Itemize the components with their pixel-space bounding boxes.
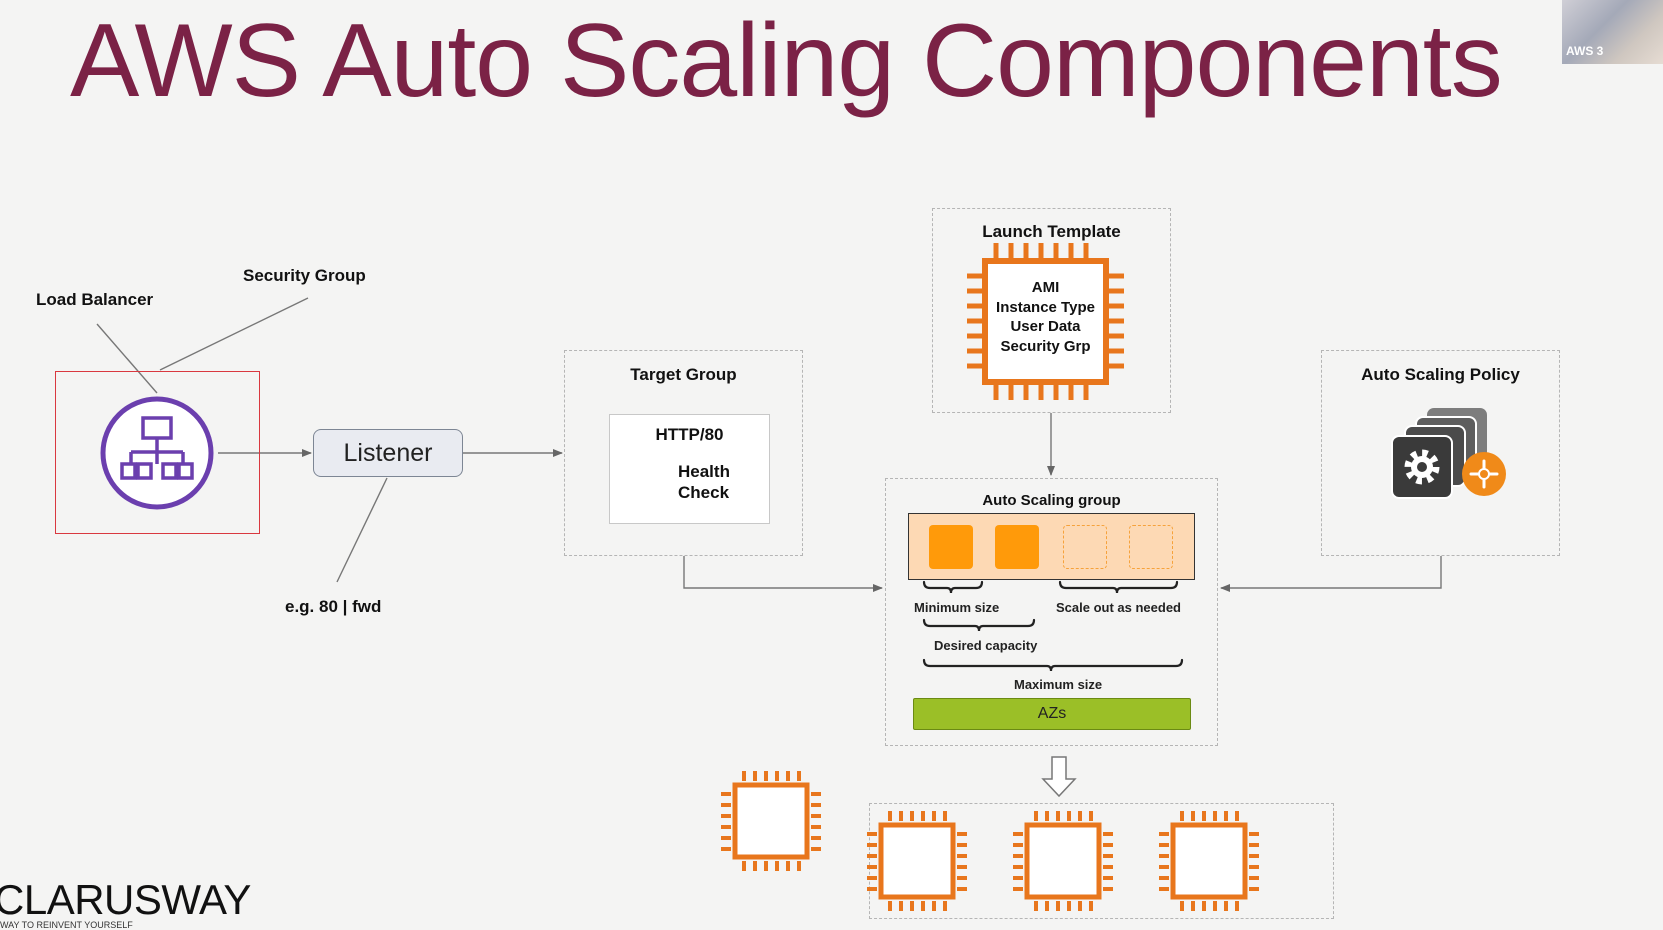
running-instance xyxy=(929,525,973,569)
listener-note-line xyxy=(336,477,388,583)
running-instance xyxy=(995,525,1039,569)
health-check-label: Health Check xyxy=(678,462,730,502)
http-listener-box: HTTP/80 Health Check xyxy=(609,414,770,524)
policy-title: Auto Scaling Policy xyxy=(1361,365,1520,384)
launch-template-title: Launch Template xyxy=(982,222,1121,241)
instances-box xyxy=(869,803,1334,919)
listener-note: e.g. 80 | fwd xyxy=(285,597,382,616)
launch-template-chip-icon xyxy=(967,243,1124,400)
asg-capacity-bar xyxy=(908,513,1195,580)
load-balancer-icon xyxy=(100,396,214,510)
brand-tagline: WAY TO REINVENT YOURSELF xyxy=(0,920,133,930)
launch-template-item: Instance Type xyxy=(996,298,1095,316)
presenter-video-thumbnail xyxy=(1562,0,1663,64)
ec2-instance-icon xyxy=(1013,811,1113,911)
http-protocol-label: HTTP/80 xyxy=(655,425,724,444)
target-group-title: Target Group xyxy=(630,365,737,384)
security-group-callout-line xyxy=(159,297,309,371)
minimum-size-brace xyxy=(922,580,984,594)
desired-capacity-brace xyxy=(922,618,1036,632)
ec2-instance-icon xyxy=(721,771,821,871)
load-balancer-callout-line xyxy=(96,323,158,394)
asg-title: Auto Scaling group xyxy=(982,492,1121,509)
potential-instance xyxy=(1129,525,1173,569)
launch-template-contents: AMI Instance Type User Data Security Grp xyxy=(985,278,1106,356)
slide-title: AWS Auto Scaling Components xyxy=(70,3,1503,119)
presenter-label: AWS 3 xyxy=(1566,44,1604,58)
launch-template-item: AMI xyxy=(1031,279,1060,296)
launch-template-item: User Data xyxy=(1010,318,1081,335)
azs-bar: AZs xyxy=(913,698,1191,730)
security-group-label: Security Group xyxy=(243,266,366,285)
ec2-instance-icon xyxy=(1159,811,1259,911)
load-balancer-box xyxy=(55,371,260,534)
desired-capacity-label: Desired capacity xyxy=(934,638,1038,653)
ec2-instance-icon xyxy=(867,811,967,911)
maximum-size-brace xyxy=(922,658,1184,672)
auto-scaling-group-box xyxy=(885,478,1218,746)
scale-out-brace xyxy=(1058,580,1179,594)
target-group-to-asg-arrow xyxy=(683,556,883,592)
policy-to-asg-arrow xyxy=(1220,556,1442,592)
brand-logo: CLARUSWAY xyxy=(0,876,251,923)
launch-template-item: Security Grp xyxy=(1000,337,1091,355)
maximum-size-label: Maximum size xyxy=(1014,677,1103,692)
scale-down-arrow xyxy=(1041,756,1077,798)
ec2-instances xyxy=(721,771,1259,911)
load-balancer-label: Load Balancer xyxy=(36,290,154,309)
target-group-box xyxy=(564,350,803,556)
scale-out-label: Scale out as needed xyxy=(1056,600,1181,615)
launch-template-box xyxy=(932,208,1171,413)
auto-scaling-policy-box xyxy=(1321,350,1560,556)
minimum-size-label: Minimum size xyxy=(914,600,1000,615)
potential-instance xyxy=(1063,525,1107,569)
auto-scaling-policy-icon xyxy=(1391,408,1506,499)
listener-box: Listener xyxy=(313,429,463,477)
